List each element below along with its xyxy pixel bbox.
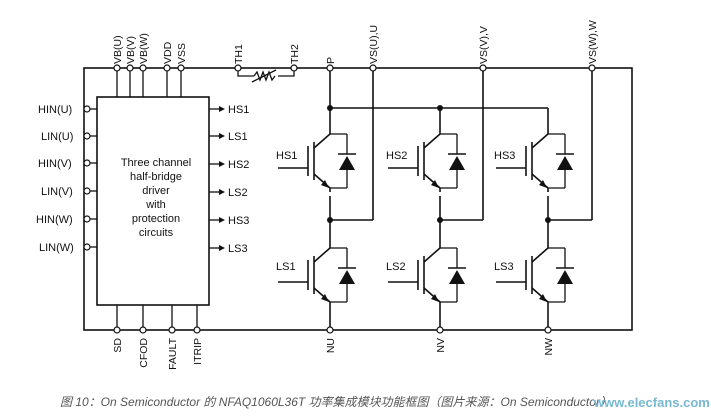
- top-pin-label: TH2: [289, 44, 301, 64]
- input-pin-terminal: [83, 243, 91, 251]
- driver-text-line: half-bridge: [130, 171, 182, 183]
- bottom-pin-terminal: [544, 326, 552, 334]
- top-pin-label: VS(W),W: [587, 20, 599, 64]
- bottom-pin-terminal: [139, 326, 147, 334]
- thermistor: [237, 68, 295, 83]
- top-pin-terminal: [479, 64, 487, 72]
- top-pin-terminal: [234, 64, 242, 72]
- bottom-pin-label: NV: [435, 338, 447, 353]
- top-pin-terminal: [139, 64, 147, 72]
- bottom-pin-label: CFOD: [138, 338, 150, 368]
- driver-block: [96, 96, 210, 306]
- bottom-pin-terminal: [193, 326, 201, 334]
- igbt-switch: [278, 130, 356, 192]
- module-boundary: [83, 67, 633, 331]
- top-pin-terminal: [326, 64, 334, 72]
- top-pin-terminal: [163, 64, 171, 72]
- bottom-pin-terminal: [168, 326, 176, 334]
- input-label: LIN(V): [41, 186, 73, 198]
- top-pin-label: P: [325, 57, 337, 64]
- watermark: www.elecfans.com: [594, 395, 710, 410]
- igbt-switch: [388, 244, 466, 306]
- junction-dot: [437, 217, 443, 223]
- input-pin-terminal: [83, 215, 91, 223]
- igbt-switch: [496, 130, 574, 192]
- input-label: LIN(U): [41, 131, 73, 143]
- top-pin-terminal: [113, 64, 121, 72]
- junction-dot: [327, 105, 333, 111]
- driver-output-label: LS3: [228, 243, 248, 255]
- top-pin-label: VB(W): [138, 33, 150, 64]
- top-pin-label: VB(V): [125, 36, 137, 64]
- driver-output-label: HS2: [228, 159, 249, 171]
- driver-output-arrows: [209, 106, 225, 251]
- input-label: HIN(U): [38, 104, 72, 116]
- input-pin-terminal: [83, 187, 91, 195]
- junction-dot: [327, 217, 333, 223]
- input-pin-terminal: [83, 159, 91, 167]
- bottom-pin-label: SD: [112, 338, 124, 353]
- top-pin-label: VS(V),V: [478, 26, 490, 64]
- switch-label: HS1: [276, 150, 297, 162]
- top-pin-terminal: [369, 64, 377, 72]
- bottom-pin-terminal: [113, 326, 121, 334]
- top-pin-terminal: [290, 64, 298, 72]
- igbt-switch: [278, 244, 356, 306]
- driver-text-line: Three channel: [121, 157, 191, 169]
- figure-caption: 图 10：On Semiconductor 的 NFAQ1060L36T 功率集…: [60, 395, 612, 409]
- top-pin-label: TH1: [233, 44, 245, 64]
- switch-label: LS1: [276, 261, 296, 273]
- driver-text-line: driver: [142, 185, 170, 197]
- driver-text-line: circuits: [139, 227, 174, 239]
- junction-dot: [437, 105, 443, 111]
- driver-output-label: LS2: [228, 187, 248, 199]
- igbt-switch: [388, 130, 466, 192]
- top-pin-terminal: [126, 64, 134, 72]
- top-pin-terminal: [588, 64, 596, 72]
- switch-label: LS3: [494, 261, 514, 273]
- top-pin-label: VSS: [176, 43, 188, 64]
- top-pin-label: VDD: [162, 41, 174, 64]
- top-pin-terminal: [177, 64, 185, 72]
- input-label: HIN(V): [38, 158, 72, 170]
- switch-label: LS2: [386, 261, 406, 273]
- input-pin-terminal: [83, 132, 91, 140]
- junction-dot: [545, 217, 551, 223]
- power-stage-wiring: [329, 68, 593, 330]
- bottom-pin-label: ITRIP: [192, 338, 204, 365]
- driver-text-line: with: [145, 199, 166, 211]
- input-pin-terminal: [83, 105, 91, 113]
- driver-output-label: HS1: [228, 104, 249, 116]
- top-pin-label: VB(U): [112, 35, 124, 64]
- switch-label: HS2: [386, 150, 407, 162]
- bottom-pin-label: FAULT: [167, 337, 179, 369]
- bottom-pin-label: NU: [325, 338, 337, 353]
- driver-output-label: LS1: [228, 131, 248, 143]
- driver-output-label: HS3: [228, 215, 249, 227]
- top-pin-label: VS(U),U: [368, 25, 380, 64]
- bottom-pin-terminal: [436, 326, 444, 334]
- input-label: LIN(W): [39, 242, 74, 254]
- igbt-switch: [496, 244, 574, 306]
- input-label: HIN(W): [36, 214, 73, 226]
- switch-label: HS3: [494, 150, 515, 162]
- bottom-pin-label: NW: [543, 338, 555, 356]
- driver-text-line: protection: [132, 213, 180, 225]
- bottom-pin-terminal: [326, 326, 334, 334]
